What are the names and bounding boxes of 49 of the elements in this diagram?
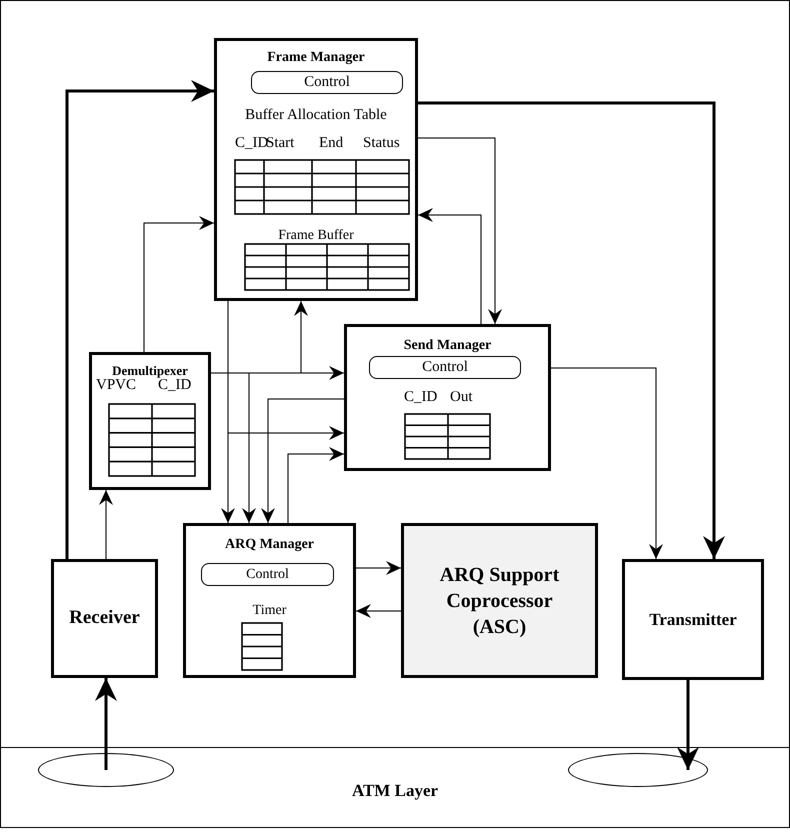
- box-label: Transmitter: [649, 608, 737, 631]
- control-box: [251, 71, 403, 94]
- layer-label: ATM Layer: [352, 780, 438, 802]
- arrow: [356, 561, 402, 575]
- arrow: [550, 368, 663, 560]
- arrow: [228, 300, 344, 440]
- control-box: [201, 563, 334, 586]
- control-label: Control: [422, 358, 468, 378]
- box-title: Send Manager: [404, 337, 492, 355]
- column-header: C_ID: [404, 390, 438, 405]
- coprocessor-box: [401, 523, 598, 678]
- arrow: [356, 604, 402, 618]
- column-header: Status: [363, 136, 400, 151]
- box-title: Demultipexer: [112, 362, 188, 379]
- arrow: [99, 490, 113, 560]
- column-header: Start: [266, 136, 294, 151]
- column-header: VPVC: [96, 378, 136, 393]
- arrow: [261, 398, 344, 524]
- arrow: [418, 208, 482, 324]
- demultiplexer-box: [89, 352, 211, 490]
- control-label: Control: [246, 566, 289, 584]
- section-title: Timer: [252, 602, 286, 620]
- box-title: Frame Manager: [267, 49, 365, 67]
- arrow: [144, 216, 214, 352]
- column-header: End: [319, 136, 344, 151]
- transmitter-box: [622, 559, 764, 680]
- ellipse-shape: [568, 753, 708, 787]
- receiver-box: [51, 559, 158, 678]
- section-title: Frame Buffer: [278, 227, 354, 245]
- section-title: Buffer Allocation Table: [245, 106, 387, 125]
- column-header: C_ID: [235, 136, 268, 151]
- box-label: ARQ Support Coprocessor (ASC): [438, 562, 560, 640]
- column-header: Out: [450, 390, 472, 405]
- manager-box: [344, 324, 551, 471]
- arrow: [677, 680, 699, 770]
- arrow: [418, 138, 502, 324]
- box-title: ARQ Manager: [224, 536, 314, 554]
- arrow: [66, 80, 214, 559]
- manager-box: [214, 38, 418, 301]
- control-label: Control: [304, 73, 350, 92]
- arrow: [95, 678, 117, 770]
- box-label: Receiver: [69, 606, 140, 630]
- arrow: [288, 447, 344, 524]
- manager-box: [183, 523, 356, 678]
- control-box: [369, 356, 521, 379]
- column-header: C_ID: [158, 378, 192, 393]
- arrow: [418, 102, 725, 559]
- arrow: [210, 372, 256, 524]
- ellipse-shape: [38, 753, 174, 787]
